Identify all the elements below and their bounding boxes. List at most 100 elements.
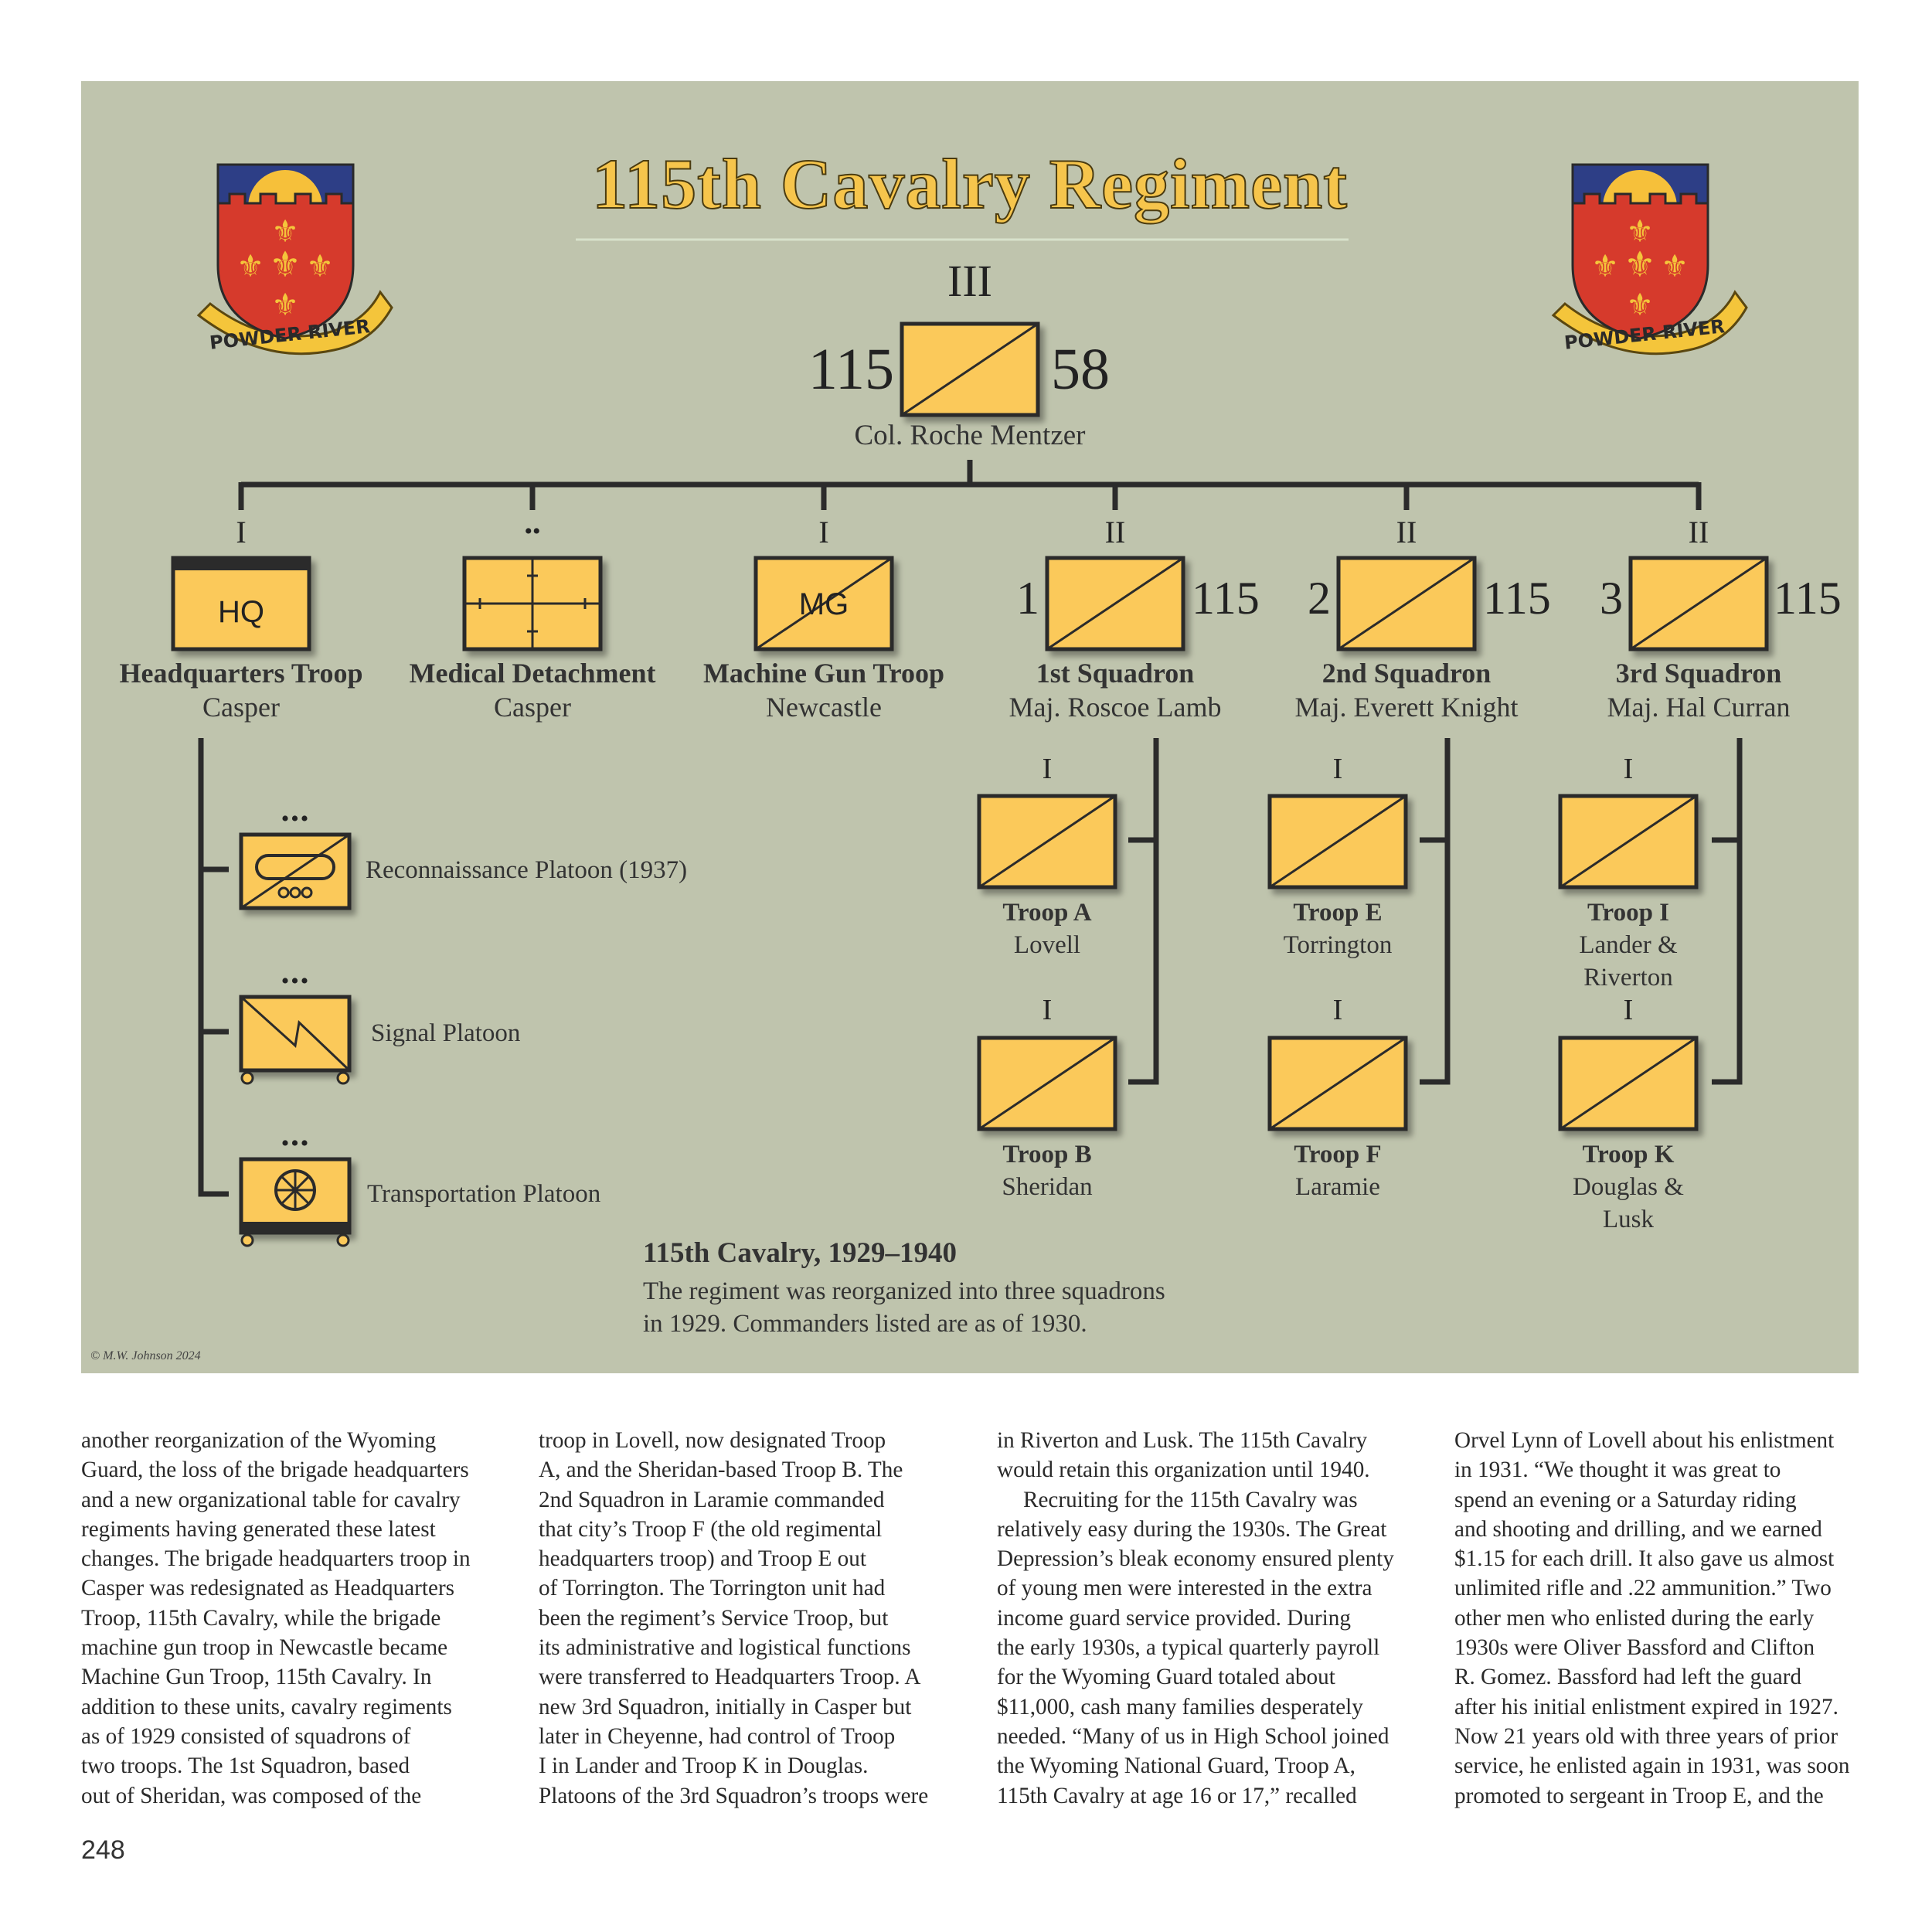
text-line: out of Sheridan, was composed of the: [81, 1783, 422, 1808]
squadron-3-name: 3rd Squadron: [1615, 658, 1782, 689]
troop-a-symbol: [977, 794, 1117, 889]
text-line: in Riverton and Lusk. The 115th Cavalry: [997, 1428, 1368, 1453]
troop-k-name: Troop K: [1582, 1141, 1675, 1168]
text-line: and shooting and drilling, and we earned: [1454, 1516, 1822, 1542]
svg-text:⚜: ⚜: [269, 243, 301, 285]
sq2-echelon: II: [1396, 515, 1417, 549]
mg-symbol-text: MG: [799, 587, 849, 621]
page-number: 248: [81, 1835, 125, 1865]
svg-text:⚜: ⚜: [1661, 249, 1689, 284]
text-line: Now 21 years old with three years of pri…: [1454, 1723, 1838, 1749]
regiment-echelon: III: [947, 256, 992, 306]
text-line: the early 1930s, a typical quarterly pay…: [997, 1635, 1380, 1661]
hq-troop-name: Headquarters Troop: [119, 658, 363, 689]
svg-text:⚜: ⚜: [271, 214, 299, 250]
text-line: headquarters troop) and Troop E out: [539, 1546, 866, 1572]
squadron-3-symbol: [1628, 556, 1769, 651]
text-line: Machine Gun Troop, 115th Cavalry. In: [81, 1665, 432, 1690]
crest-left: ⚜ ⚜ ⚜ ⚜ ⚜: [196, 163, 393, 355]
hq-troop-symbol: HQ: [171, 556, 311, 651]
troop-e-symbol: [1267, 794, 1408, 889]
troop-k-echelon: I: [1623, 994, 1634, 1026]
text-line: two troops. The 1st Squadron, based: [81, 1753, 410, 1779]
troop-f-name: Troop F: [1294, 1141, 1382, 1168]
sq2-right-number: 115: [1483, 573, 1551, 624]
hq-troop-location: Casper: [202, 692, 280, 723]
text-line: as of 1929 consisted of squadrons of: [81, 1723, 411, 1749]
text-line: I in Lander and Troop K in Douglas.: [539, 1753, 869, 1779]
text-column-3: in Riverton and Lusk. The 115th Cavalry …: [997, 1426, 1399, 1811]
text-line: changes. The brigade headquarters troop …: [81, 1546, 471, 1572]
text-line: in 1931. “We thought it was great to: [1454, 1458, 1781, 1483]
text-column-4: Orvel Lynn of Lovell about his enlistmen…: [1454, 1426, 1856, 1811]
text-line: new 3rd Squadron, initially in Casper bu…: [539, 1694, 912, 1719]
medical-detachment-name: Medical Detachment: [409, 658, 656, 689]
caption-line-1: The regiment was reorganized into three …: [643, 1277, 1165, 1305]
text-line: addition to these units, cavalry regimen…: [81, 1694, 452, 1719]
text-line: of young men were interested in the extr…: [997, 1576, 1372, 1601]
text-line: needed. “Many of us in High School joine…: [997, 1723, 1389, 1749]
troop-b-location: Sheridan: [1002, 1173, 1093, 1201]
squadron-1-name: 1st Squadron: [1036, 658, 1195, 689]
text-line: Guard, the loss of the brigade headquart…: [81, 1458, 469, 1483]
text-line: $11,000, cash many families desperately: [997, 1694, 1363, 1719]
medical-detachment-symbol: [462, 556, 603, 651]
text-line: that city’s Troop F (the old regimental: [539, 1516, 883, 1542]
squadron-1-commander: Maj. Roscoe Lamb: [1009, 692, 1222, 723]
sq2-left-number: 2: [1308, 573, 1331, 624]
sq1-echelon: II: [1104, 515, 1126, 549]
troop-e-name: Troop E: [1293, 899, 1383, 927]
troop-k-symbol: [1558, 1036, 1699, 1131]
text-line: other men who enlisted during the early: [1454, 1605, 1815, 1631]
caption-line-2: in 1929. Commanders listed are as of 193…: [643, 1310, 1087, 1338]
regiment-symbol: [900, 321, 1040, 417]
troop-i-symbol: [1558, 794, 1699, 889]
text-line: for the Wyoming Guard totaled about: [997, 1665, 1335, 1690]
text-line: 2nd Squadron in Laramie commanded: [539, 1487, 885, 1512]
transportation-platoon-symbol: [239, 1157, 352, 1247]
regiment-left-number: 115: [808, 337, 894, 402]
troop-e-location: Torrington: [1283, 931, 1393, 959]
troop-a-echelon: I: [1042, 753, 1053, 785]
text-line: later in Cheyenne, had control of Troop: [539, 1723, 896, 1749]
text-line: Depression’s bleak economy ensured plent…: [997, 1546, 1394, 1572]
machine-gun-troop-name: Machine Gun Troop: [702, 658, 945, 689]
text-line: Recruiting for the 115th Cavalry was: [1023, 1487, 1358, 1512]
text-column-2: troop in Lovell, now designated Troop A,…: [539, 1426, 940, 1811]
sq3-left-number: 3: [1600, 573, 1623, 624]
regiment-commander: Col. Roche Mentzer: [854, 420, 1086, 451]
text-line: the Wyoming National Guard, Troop A,: [997, 1753, 1355, 1779]
troop-f-echelon: I: [1332, 994, 1343, 1026]
text-line: Platoons of the 3rd Squadron’s troops we…: [539, 1783, 929, 1808]
text-line: and a new organizational table for caval…: [81, 1487, 461, 1512]
svg-text:⚜: ⚜: [236, 249, 264, 284]
text-line: after his initial enlistment expired in …: [1454, 1694, 1838, 1719]
svg-text:⚜: ⚜: [306, 249, 334, 284]
text-line: A, and the Sheridan-based Troop B. The: [539, 1458, 903, 1483]
troop-a-location: Lovell: [1013, 931, 1081, 959]
text-line: promoted to sergeant in Troop E, and the: [1454, 1783, 1824, 1808]
text-column-1: another reorganization of the Wyoming Gu…: [81, 1426, 483, 1811]
squadron-3-commander: Maj. Hal Curran: [1607, 692, 1791, 723]
caption-title: 115th Cavalry, 1929–1940: [643, 1237, 957, 1269]
text-line: income guard service provided. During: [997, 1605, 1351, 1631]
copyright: © M.W. Johnson 2024: [90, 1349, 201, 1362]
troop-b-echelon: I: [1042, 994, 1053, 1026]
squadron-2-name: 2nd Squadron: [1321, 658, 1492, 689]
squadron-2-commander: Maj. Everett Knight: [1294, 692, 1519, 723]
troop-e-echelon: I: [1332, 753, 1343, 785]
crest-right: ⚜ ⚜ ⚜ ⚜ ⚜: [1551, 163, 1748, 355]
text-line: 115th Cavalry at age 16 or 17,” recalled: [997, 1783, 1357, 1808]
signal-platoon-symbol: [239, 995, 352, 1085]
squadron-1-symbol: [1045, 556, 1185, 651]
machine-gun-troop-symbol: MG: [753, 556, 894, 651]
sq1-left-number: 1: [1016, 573, 1039, 624]
text-line: regiments having generated these latest: [81, 1516, 436, 1542]
text-line: unlimited rifle and .22 ammunition.” Two: [1454, 1576, 1832, 1601]
troop-f-location: Laramie: [1295, 1173, 1380, 1201]
transport-platoon-echelon: •••: [281, 1131, 311, 1156]
troop-b-symbol: [977, 1036, 1117, 1131]
sq1-right-number: 115: [1192, 573, 1260, 624]
text-line: would retain this organization until 194…: [997, 1458, 1370, 1483]
text-line: Casper was redesignated as Headquarters: [81, 1576, 455, 1601]
